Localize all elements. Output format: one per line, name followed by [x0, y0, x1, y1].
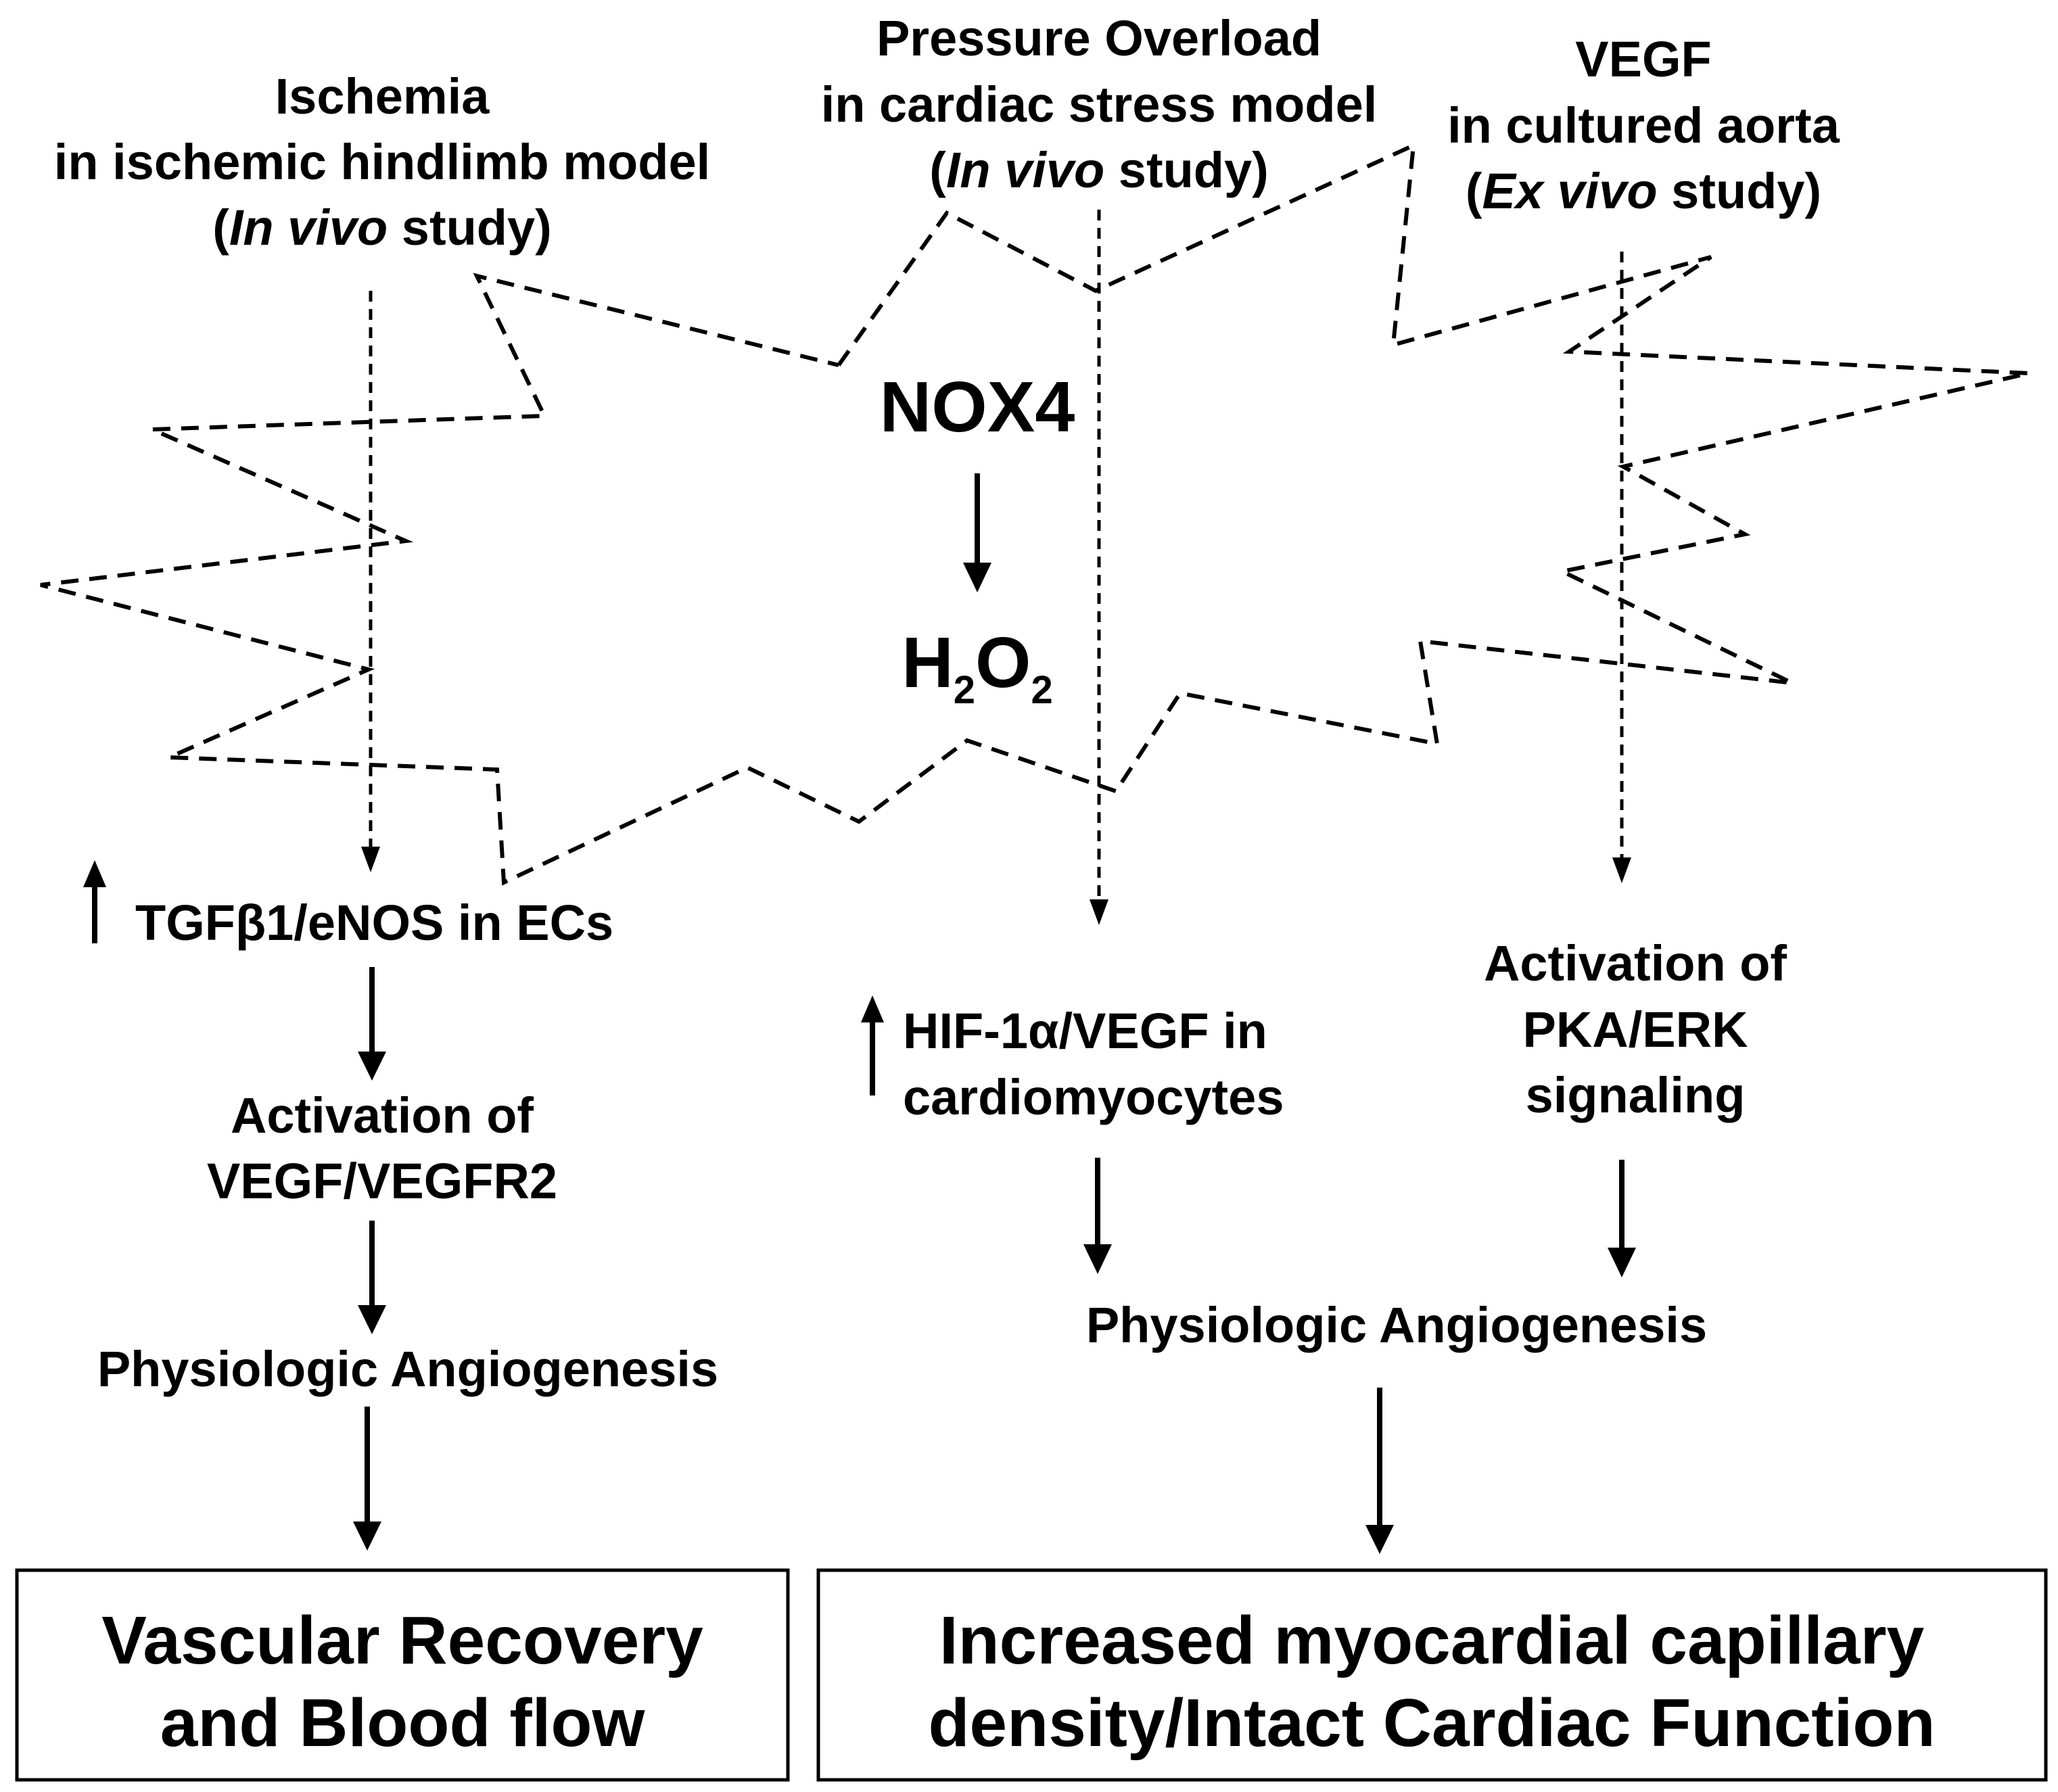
cell-outline: [40, 142, 2030, 886]
svg-text:in cultured aorta: in cultured aorta: [1447, 97, 1840, 154]
svg-text:and Blood flow: and Blood flow: [160, 1685, 645, 1761]
svg-text:in ischemic hindlimb model: in ischemic hindlimb model: [54, 134, 710, 190]
up-arrow-icon: [861, 995, 884, 1095]
svg-text:(In vivo study): (In vivo study): [929, 142, 1269, 198]
h2o2-label: H2O2: [902, 623, 1053, 712]
left-stimulus-label: Ischemia in ischemic hindlimb model (In …: [54, 68, 710, 256]
svg-text:in cardiac stress model: in cardiac stress model: [821, 76, 1378, 133]
svg-text:density/Intact Cardiac Functio: density/Intact Cardiac Function: [928, 1685, 1935, 1761]
up-arrow-icon: [83, 860, 106, 943]
svg-text:Ischemia: Ischemia: [275, 68, 490, 124]
middle-step-hif1a-line1: HIF-1α/VEGF in: [903, 1003, 1267, 1059]
right-stimulus-label: VEGF in cultured aorta (Ex vivo study): [1447, 31, 1840, 219]
left-step-tgfb1: TGFβ1/eNOS in ECs: [135, 895, 613, 951]
svg-text:Vascular Recovery: Vascular Recovery: [101, 1603, 703, 1678]
svg-text:(Ex vivo study): (Ex vivo study): [1466, 163, 1821, 219]
middle-stimulus-label: Pressure Overload in cardiac stress mode…: [821, 10, 1378, 198]
middle-step-hif1a-line2: cardiomyocytes: [903, 1069, 1284, 1125]
stimulus-arrows: [361, 210, 1631, 925]
right-step-activation-line2: PKA/ERK: [1522, 1001, 1748, 1058]
right-step-activation-line3: signaling: [1526, 1067, 1746, 1123]
svg-text:Pressure Overload: Pressure Overload: [876, 10, 1322, 66]
right-step-angiogenesis: Physiologic Angiogenesis: [1086, 1297, 1707, 1353]
svg-text:(In vivo study): (In vivo study): [212, 199, 552, 256]
flow-arrows: [353, 473, 1636, 1554]
nox4-label: NOX4: [880, 367, 1075, 447]
right-step-activation-line1: Activation of: [1484, 935, 1787, 991]
left-step-activation-line1: Activation of: [231, 1087, 534, 1143]
right-outcome-box: Increased myocardial capillary density/I…: [816, 1568, 2048, 1782]
left-step-activation-line2: VEGF/VEGFR2: [207, 1153, 557, 1209]
left-outcome-box: Vascular Recovery and Blood flow: [15, 1568, 790, 1782]
svg-text:Increased myocardial capillary: Increased myocardial capillary: [939, 1603, 1925, 1678]
left-step-angiogenesis: Physiologic Angiogenesis: [97, 1341, 718, 1397]
svg-text:VEGF: VEGF: [1575, 31, 1711, 87]
